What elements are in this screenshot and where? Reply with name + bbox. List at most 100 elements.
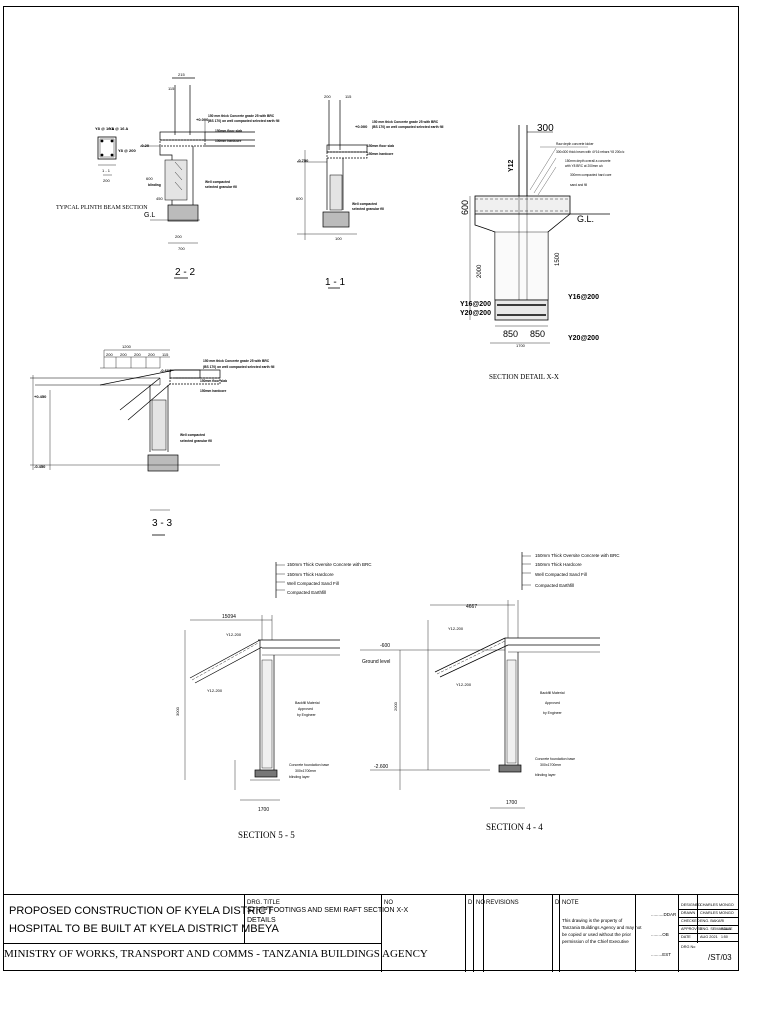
s22-level-gl: G.L <box>144 212 155 219</box>
s33-note-1: 150 mm thick Concrete grade 25 with BRC <box>203 359 270 363</box>
sxx-rebar-y16-right: Y16@200 <box>568 294 599 301</box>
s33-dim-115: 115 <box>162 352 169 357</box>
s11-dim-600: 600 <box>296 196 303 201</box>
s55-label: SECTION 5 - 5 <box>238 830 295 840</box>
name-designed: CHARLES MONGO <box>700 903 734 907</box>
sxx-rebar-y20-right: Y20@200 <box>568 335 599 342</box>
client-name: MINISTRY OF WORKS, TRANSPORT AND COMMS -… <box>4 948 428 960</box>
s44-base: 1700 <box>506 800 517 806</box>
s55-height: 3000 <box>175 706 180 716</box>
drawing-area: Y8 @ 16 A Y8 @ 16 A Y8 @ 200 1 - 1 200 T… <box>30 72 625 840</box>
s22-note-3: 150mm floor slab <box>215 129 242 133</box>
s44-legend-1: 150mm Thick Oversite Concrete with BRC <box>535 553 620 558</box>
note-heading: NOTE <box>562 900 579 906</box>
plinth-rebar-top: Y8 @ 16 A <box>95 126 114 131</box>
section-2-2-drawing <box>140 77 255 279</box>
drg-title-line1: STRIP FOOTINGS AND SEMI RAFT SECTION X-X <box>247 907 409 914</box>
s22-note-2: (BS 170) on well compacted selected eart… <box>208 119 280 123</box>
plinth-mark: 1 - 1 <box>102 168 111 173</box>
s55-span: 15094 <box>222 614 236 620</box>
sig-dots-2: .........OB <box>651 932 669 937</box>
s22-dim-200: 200 <box>175 234 182 239</box>
sxx-note-1: Raw depth concrete kicker <box>556 142 594 146</box>
sxx-dim-300: 300 <box>537 123 554 134</box>
s33-dim-200b: 200 <box>120 352 127 357</box>
s33-level-3: -0.600 <box>160 368 172 373</box>
note-line2: Tanzania Buildings Agency and may not <box>562 925 642 930</box>
s22-note-1: 150 mm thick Concrete grade 25 with BRC <box>208 114 275 118</box>
s33-note-2: (BS 170) on well compacted selected eart… <box>203 365 275 369</box>
rev-col-d2: D <box>555 900 560 906</box>
s33-dim-200a: 200 <box>106 352 113 357</box>
note-line3: be copied or used without the prior <box>562 932 632 937</box>
s44-level-top: -600 <box>380 643 390 649</box>
project-title-line1: PROPOSED CONSTRUCTION OF KYELA DISTRICT <box>9 905 274 917</box>
s33-note-6: selected granular fill <box>180 439 212 443</box>
s33-note-3: 150mm floor slab <box>200 379 227 383</box>
sxx-dim-850-right: 850 <box>530 329 545 339</box>
s44-note-3: by Engineer <box>543 711 563 715</box>
role-drawn: DRAWN <box>681 911 696 915</box>
s11-level-minus: -0.750 <box>297 158 309 163</box>
s55-legend-4: Compacted Earthfill <box>287 590 326 595</box>
sxx-rebar-y20-left: Y20@200 <box>460 310 491 317</box>
s11-note-3: 150mm floor slab <box>367 144 394 148</box>
role-date: DATE <box>681 935 691 939</box>
rev-col-d: D <box>468 900 473 906</box>
sxx-dim-2000: 2000 <box>477 264 483 278</box>
drg-title-label: DRG. TITLE <box>247 900 280 906</box>
s33-label: 3 - 3 <box>152 518 172 529</box>
sig-dots-1: ..........DDAR <box>651 912 677 917</box>
s33-note-5: Well compacted <box>180 433 205 437</box>
name-drawn: CHARLES MONGO <box>700 911 734 915</box>
s55-note-2: Approved <box>298 707 313 711</box>
sxx-dim-850-left: 850 <box>503 329 518 339</box>
s22-note-6: selected granular fill <box>205 185 237 189</box>
project-title-line2: HOSPITAL TO BE BUILT AT KYELA DISTRICT M… <box>9 923 279 935</box>
s11-note-2: (BS 170) on well compacted selected eart… <box>372 125 444 129</box>
s22-note-4: 150mm hardcore <box>215 139 242 143</box>
s44-note-1: Backfill Material <box>540 691 565 695</box>
s44-legend-2: 150mm Thick Hardcore <box>535 562 582 567</box>
s44-ground: Ground level <box>362 659 390 665</box>
s33-dim-200c: 200 <box>134 352 141 357</box>
sxx-dim-1700: 1700 <box>516 343 526 348</box>
note-line4: permission of the Chief Executive <box>562 939 629 944</box>
sxx-label: SECTION DETAIL X-X <box>489 373 559 381</box>
s44-note-4: Concrete foundation base <box>535 757 575 761</box>
s11-note-4: 150mm hardcore <box>367 152 394 156</box>
s33-level-1: +0.450 <box>34 394 47 399</box>
s44-height: 2000 <box>393 701 398 711</box>
s55-note-6: blinding layer <box>289 775 310 779</box>
plinth-width: 200 <box>103 178 110 183</box>
s44-note-5: 300x1700mm <box>540 763 561 767</box>
s55-note-3: by Engineer <box>297 713 317 717</box>
s44-legend-3: Well Compacted Sand Fill <box>535 572 587 577</box>
sxx-rebar-y16-left: Y16@200 <box>460 301 491 308</box>
sxx-dim-600: 600 <box>460 200 470 215</box>
s11-dim-115: 115 <box>345 94 352 99</box>
s44-rebar-2: Y12-200 <box>456 682 472 687</box>
s55-base: 1700 <box>258 807 269 813</box>
s55-note-5: 300x1700mm <box>295 769 316 773</box>
s22-level-zero: +0.000 <box>196 117 209 122</box>
s11-dim-200: 200 <box>324 94 331 99</box>
section-1-1-drawing <box>297 100 368 289</box>
section-5-5-drawing <box>184 562 340 801</box>
rev-col-no2: NO <box>476 900 485 906</box>
section-4-4-drawing <box>360 552 600 809</box>
sxx-note-4: with Y8 BRC at 200mm c/c <box>565 164 603 168</box>
section-x-x-drawing <box>469 125 610 344</box>
s55-rebar-1: Y12-200 <box>226 632 242 637</box>
s55-note-1: Backfill Material <box>295 701 320 705</box>
s44-legend-4: Compacted Earthfill <box>535 583 574 588</box>
s55-note-4: Concrete foundation base <box>289 763 329 767</box>
s11-note-6: selected granular fill <box>352 207 384 211</box>
drawing-number: /ST/03 <box>708 953 732 962</box>
rev-col-revisions: REVISIONS <box>486 900 519 906</box>
s11-note-5: Well compacted <box>352 202 377 206</box>
sxx-note-3: 150mm depth overall a concrete <box>565 159 611 163</box>
s11-note-1: 150 mm thick Concrete grade 25 with BRC <box>372 120 439 124</box>
s33-note-4: 150mm hardcore <box>200 389 227 393</box>
s44-note-2: Approved <box>545 701 560 705</box>
